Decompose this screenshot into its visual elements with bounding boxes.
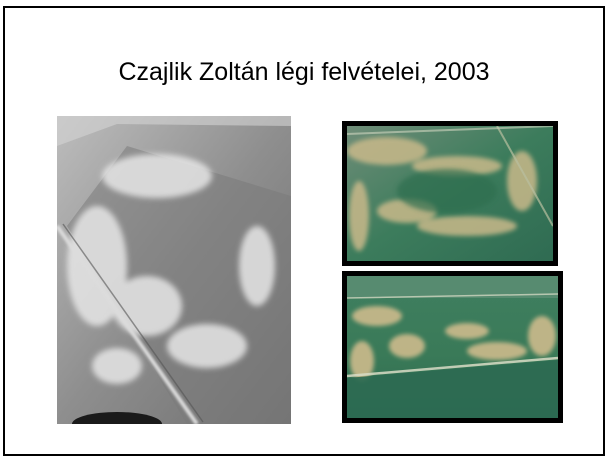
slide: Czajlik Zoltán légi felvételei, 2003 [3, 6, 605, 456]
aerial-photo-color-bottom [342, 271, 563, 423]
aerial-photo-color-bottom-image [347, 276, 558, 418]
slide-title: Czajlik Zoltán légi felvételei, 2003 [118, 58, 490, 86]
aerial-photo-color-top-image [347, 126, 553, 261]
aerial-photo-bw-image [57, 116, 291, 424]
aerial-photo-bw [57, 116, 291, 424]
aerial-photo-color-top [342, 121, 558, 266]
